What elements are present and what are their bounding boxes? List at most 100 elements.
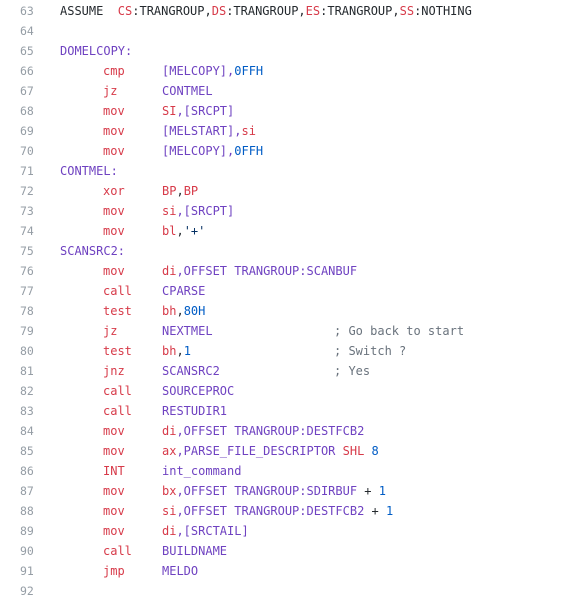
code-token: DOMELCOPY:	[60, 44, 133, 58]
code-text: CONTMEL:	[45, 161, 575, 181]
code-mnemonic: test	[103, 341, 132, 361]
line-number[interactable]: 67	[20, 84, 34, 98]
line-number[interactable]: 86	[20, 464, 34, 478]
code-operand: BP,BP	[162, 181, 198, 201]
code-token: mov	[103, 224, 125, 238]
line-number[interactable]: 85	[20, 444, 34, 458]
code-token: bx	[162, 484, 177, 498]
code-mnemonic: mov	[103, 141, 125, 161]
code-token: ,[SRCTAIL]	[176, 524, 249, 538]
code-token: SS	[399, 4, 415, 18]
line-number[interactable]: 90	[20, 544, 34, 558]
code-token: mov	[103, 424, 125, 438]
code-text	[45, 21, 575, 41]
code-operand: SI,[SRCPT]	[162, 101, 234, 121]
line-number[interactable]: 92	[20, 584, 34, 598]
line-number[interactable]: 66	[20, 64, 34, 78]
line-number[interactable]: 65	[20, 44, 34, 58]
code-token: call	[103, 284, 132, 298]
line-number[interactable]: 69	[20, 124, 34, 138]
line-number[interactable]: 68	[20, 104, 34, 118]
line-number[interactable]: 84	[20, 424, 34, 438]
code-token: SHL	[342, 444, 365, 458]
line-number[interactable]: 72	[20, 184, 34, 198]
code-token: call	[103, 544, 132, 558]
code-mnemonic: mov	[103, 201, 125, 221]
line-number[interactable]: 71	[20, 164, 34, 178]
code-token: BP	[183, 184, 199, 198]
code-token: ,	[176, 224, 184, 238]
code-token: ,OFFSET TRANGROUP:SCANBUF	[176, 264, 358, 278]
code-text: ASSUME CS:TRANGROUP,DS:TRANGROUP,ES:TRAN…	[45, 1, 575, 21]
line-number[interactable]: 79	[20, 324, 34, 338]
code-token: di	[162, 524, 177, 538]
code-label: DOMELCOPY:	[60, 41, 132, 61]
code-token: xor	[103, 184, 125, 198]
code-token: :NOTHING	[414, 4, 472, 18]
code-token: 1	[378, 484, 386, 498]
line-number[interactable]: 63	[20, 4, 34, 18]
code-text	[45, 581, 575, 601]
line-number[interactable]: 80	[20, 344, 34, 358]
code-token: [MELCOPY],	[162, 144, 235, 158]
line-number[interactable]: 73	[20, 204, 34, 218]
code-token: mov	[103, 104, 125, 118]
code-token: :TRANGROUP,	[320, 4, 400, 18]
line-number[interactable]: 75	[20, 244, 34, 258]
code-operand: MELDO	[162, 561, 198, 581]
code-label: ASSUME CS:TRANGROUP,DS:TRANGROUP,ES:TRAN…	[60, 1, 472, 21]
code-token: mov	[103, 124, 125, 138]
line-number[interactable]: 88	[20, 504, 34, 518]
code-text: cmp[MELCOPY],0FFH	[45, 61, 575, 81]
code-mnemonic: mov	[103, 101, 125, 121]
line-number[interactable]: 91	[20, 564, 34, 578]
code-token: ,	[176, 304, 184, 318]
code-token: :TRANGROUP,	[226, 4, 306, 18]
code-line: 72 xor BP,BP	[0, 181, 575, 201]
code-mnemonic: call	[103, 381, 132, 401]
code-token: bh	[162, 304, 177, 318]
code-token: ,OFFSET TRANGROUP:DESTFCB2	[176, 504, 372, 518]
line-number[interactable]: 74	[20, 224, 34, 238]
code-text: mov SI,[SRCPT]	[45, 101, 575, 121]
code-token: BUILDNAME	[162, 544, 228, 558]
code-operand: [MELSTART],si	[162, 121, 256, 141]
line-number[interactable]: 78	[20, 304, 34, 318]
line-number[interactable]: 76	[20, 264, 34, 278]
code-token: ,	[176, 344, 184, 358]
code-text: DOMELCOPY:	[45, 41, 575, 61]
code-operand: si,OFFSET TRANGROUP:DESTFCB2 + 1	[162, 501, 393, 521]
code-token: ; Switch ?	[334, 344, 407, 358]
code-mnemonic: mov	[103, 501, 125, 521]
code-text: xor BP,BP	[45, 181, 575, 201]
line-number[interactable]: 77	[20, 284, 34, 298]
line-number[interactable]: 64	[20, 24, 34, 38]
line-number[interactable]: 82	[20, 384, 34, 398]
code-text: mov si,OFFSET TRANGROUP:DESTFCB2 + 1	[45, 501, 575, 521]
code-operand: bx,OFFSET TRANGROUP:SDIRBUF + 1	[162, 481, 386, 501]
code-token: ,PARSE_FILE_DESCRIPTOR	[176, 444, 343, 458]
line-number[interactable]: 81	[20, 364, 34, 378]
code-token: mov	[103, 504, 125, 518]
code-token: 0FFH	[234, 144, 264, 158]
code-token: mov	[103, 144, 125, 158]
code-operand: SCANSRC2	[162, 361, 220, 381]
line-number[interactable]: 83	[20, 404, 34, 418]
line-number[interactable]: 87	[20, 484, 34, 498]
line-number[interactable]: 70	[20, 144, 34, 158]
code-token: jz	[103, 84, 118, 98]
line-number[interactable]: 89	[20, 524, 34, 538]
code-token	[364, 444, 371, 458]
code-token: 8	[371, 444, 379, 458]
code-token: call	[103, 384, 132, 398]
